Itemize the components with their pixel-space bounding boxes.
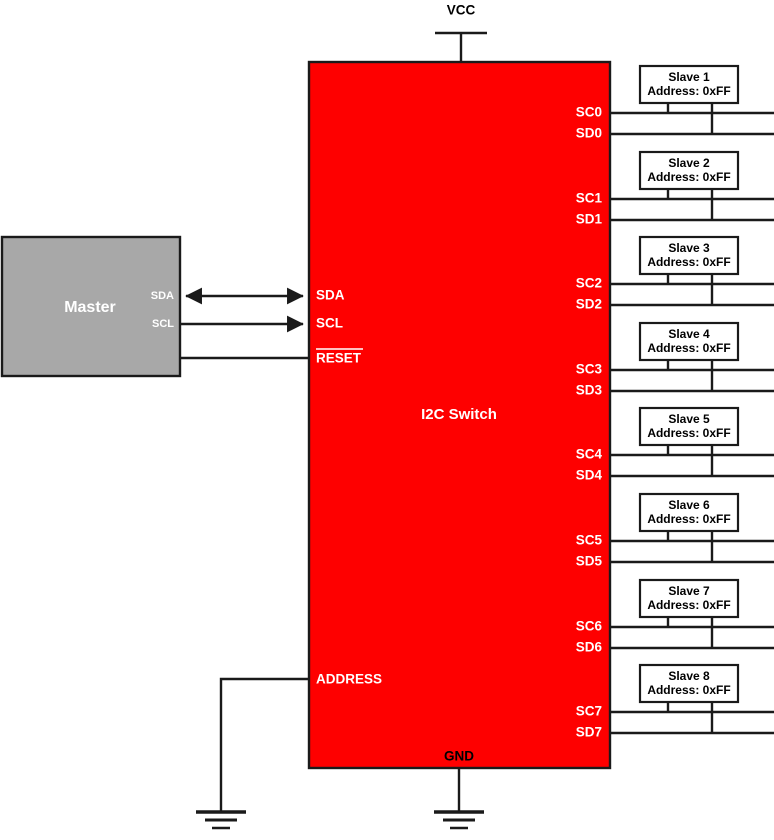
switch-pin-label-sd1: SD1: [576, 212, 603, 227]
switch-pin-label-sc7: SC7: [576, 704, 602, 719]
master-to-switch-wires: [180, 287, 309, 360]
slave-body: [638, 663, 740, 704]
slave-name: Slave 7: [668, 584, 710, 598]
master-title: Master: [64, 299, 116, 316]
i2c-switch-title: I2C Switch: [421, 406, 497, 423]
master-pin-label-scl: SCL: [152, 318, 174, 330]
slave-name: Slave 6: [668, 498, 710, 512]
switch-left-pin-label-group: SDA SCL RESET ADDRESS GND: [316, 288, 474, 764]
slave-address: Address: 0xFF: [647, 84, 730, 98]
slave-name: Slave 1: [668, 70, 710, 84]
gnd-net: [434, 768, 484, 830]
switch-pin-label-sd3: SD3: [576, 383, 603, 398]
slave-body: [638, 64, 740, 105]
switch-pin-label-sc2: SC2: [576, 276, 602, 291]
slave-body: [638, 150, 740, 191]
slave-address: Address: 0xFF: [647, 512, 730, 526]
switch-pin-label-sc4: SC4: [576, 447, 603, 462]
channel-wire-group: [610, 103, 774, 735]
i2c-switch-block: I2C Switch: [307, 60, 612, 770]
switch-pin-label-sd4: SD4: [576, 468, 603, 483]
slave-address: Address: 0xFF: [647, 683, 730, 697]
i2c-switch-body: [307, 60, 612, 770]
master-body: [0, 235, 182, 378]
slave-address: Address: 0xFF: [647, 426, 730, 440]
slave-body: [638, 492, 740, 533]
slave-name: Slave 5: [668, 412, 710, 426]
switch-pin-label-sc6: SC6: [576, 619, 603, 634]
switch-right-pin-label-group: SC0SD0SC1SD1SC2SD2SC3SD3SC4SD4SC5SD5SC6S…: [576, 105, 603, 740]
pin-label-reset: RESET: [316, 351, 362, 366]
switch-pin-label-sd0: SD0: [576, 126, 602, 141]
slave-body: [638, 235, 740, 276]
address-wire: [219, 677, 309, 812]
switch-pin-label-sd2: SD2: [576, 297, 602, 312]
switch-pin-label-sc0: SC0: [576, 105, 602, 120]
switch-pin-label-sc3: SC3: [576, 362, 603, 377]
switch-pin-label-sc5: SC5: [576, 533, 603, 548]
master-pin-label-sda: SDA: [151, 290, 174, 302]
slave-name: Slave 3: [668, 241, 710, 255]
slave-body: [638, 321, 740, 362]
vcc-label: VCC: [447, 3, 476, 18]
slave-address: Address: 0xFF: [647, 598, 730, 612]
master-block: Master SDA SCL: [0, 235, 182, 378]
slave-address: Address: 0xFF: [647, 170, 730, 184]
slave-body: [638, 578, 740, 619]
slave-address: Address: 0xFF: [647, 255, 730, 269]
slave-name: Slave 2: [668, 156, 710, 170]
pin-label-address: ADDRESS: [316, 672, 382, 687]
switch-pin-label-sc1: SC1: [576, 191, 603, 206]
pin-label-sda: SDA: [316, 288, 345, 303]
slave-address: Address: 0xFF: [647, 341, 730, 355]
pin-label-scl: SCL: [316, 316, 343, 331]
slave-body: [638, 406, 740, 447]
vcc-net: VCC: [435, 3, 487, 63]
slave-name: Slave 4: [668, 327, 710, 341]
gnd-pin-label: GND: [444, 749, 474, 764]
switch-pin-label-sd6: SD6: [576, 640, 603, 655]
address-net: [196, 677, 309, 830]
switch-pin-label-sd7: SD7: [576, 725, 602, 740]
switch-pin-label-sd5: SD5: [576, 554, 603, 569]
slave-name: Slave 8: [668, 669, 710, 683]
